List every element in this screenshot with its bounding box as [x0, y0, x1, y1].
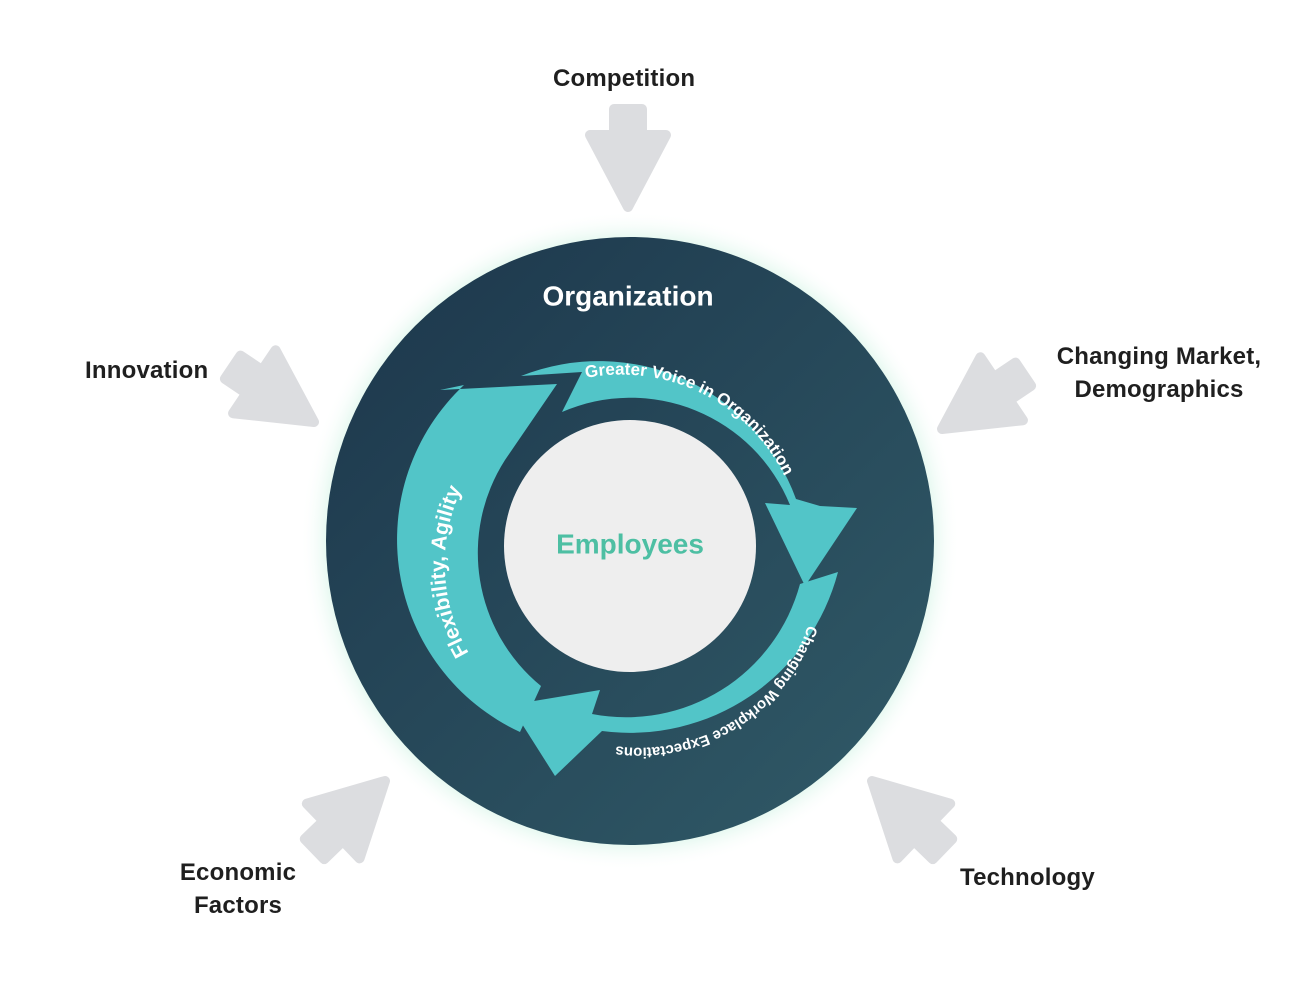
force-label-economic-line1: Economic: [179, 859, 297, 886]
chevron-arrow-icon: [867, 776, 958, 865]
force-arrows: [219, 104, 1037, 865]
force-label-economic-line2: Factors: [193, 892, 283, 919]
chevron-arrow-icon: [299, 776, 390, 865]
curved-arrow-icon: [521, 361, 857, 586]
force-label-market-line1: Changing Market,: [1056, 343, 1262, 370]
force-label-economic: Economic Factors: [168, 856, 308, 922]
force-label-technology: Technology: [960, 864, 1095, 891]
ring-label: Organization: [542, 280, 713, 311]
force-label-innovation: Innovation: [85, 357, 209, 384]
employees-core: [504, 420, 756, 672]
cycle-arrows: [397, 361, 857, 776]
force-label-competition: Competition: [553, 65, 696, 92]
force-label-market: Changing Market, Demographics: [1044, 340, 1274, 406]
chevron-arrow-icon: [585, 104, 671, 212]
curved-arrow-icon: [510, 572, 838, 776]
chevron-arrow-icon: [219, 345, 319, 427]
force-label-market-line2: Demographics: [1074, 376, 1244, 403]
chevron-arrow-icon: [937, 352, 1037, 434]
core-label: Employees: [556, 528, 704, 559]
curved-arrow-icon: [397, 384, 557, 732]
